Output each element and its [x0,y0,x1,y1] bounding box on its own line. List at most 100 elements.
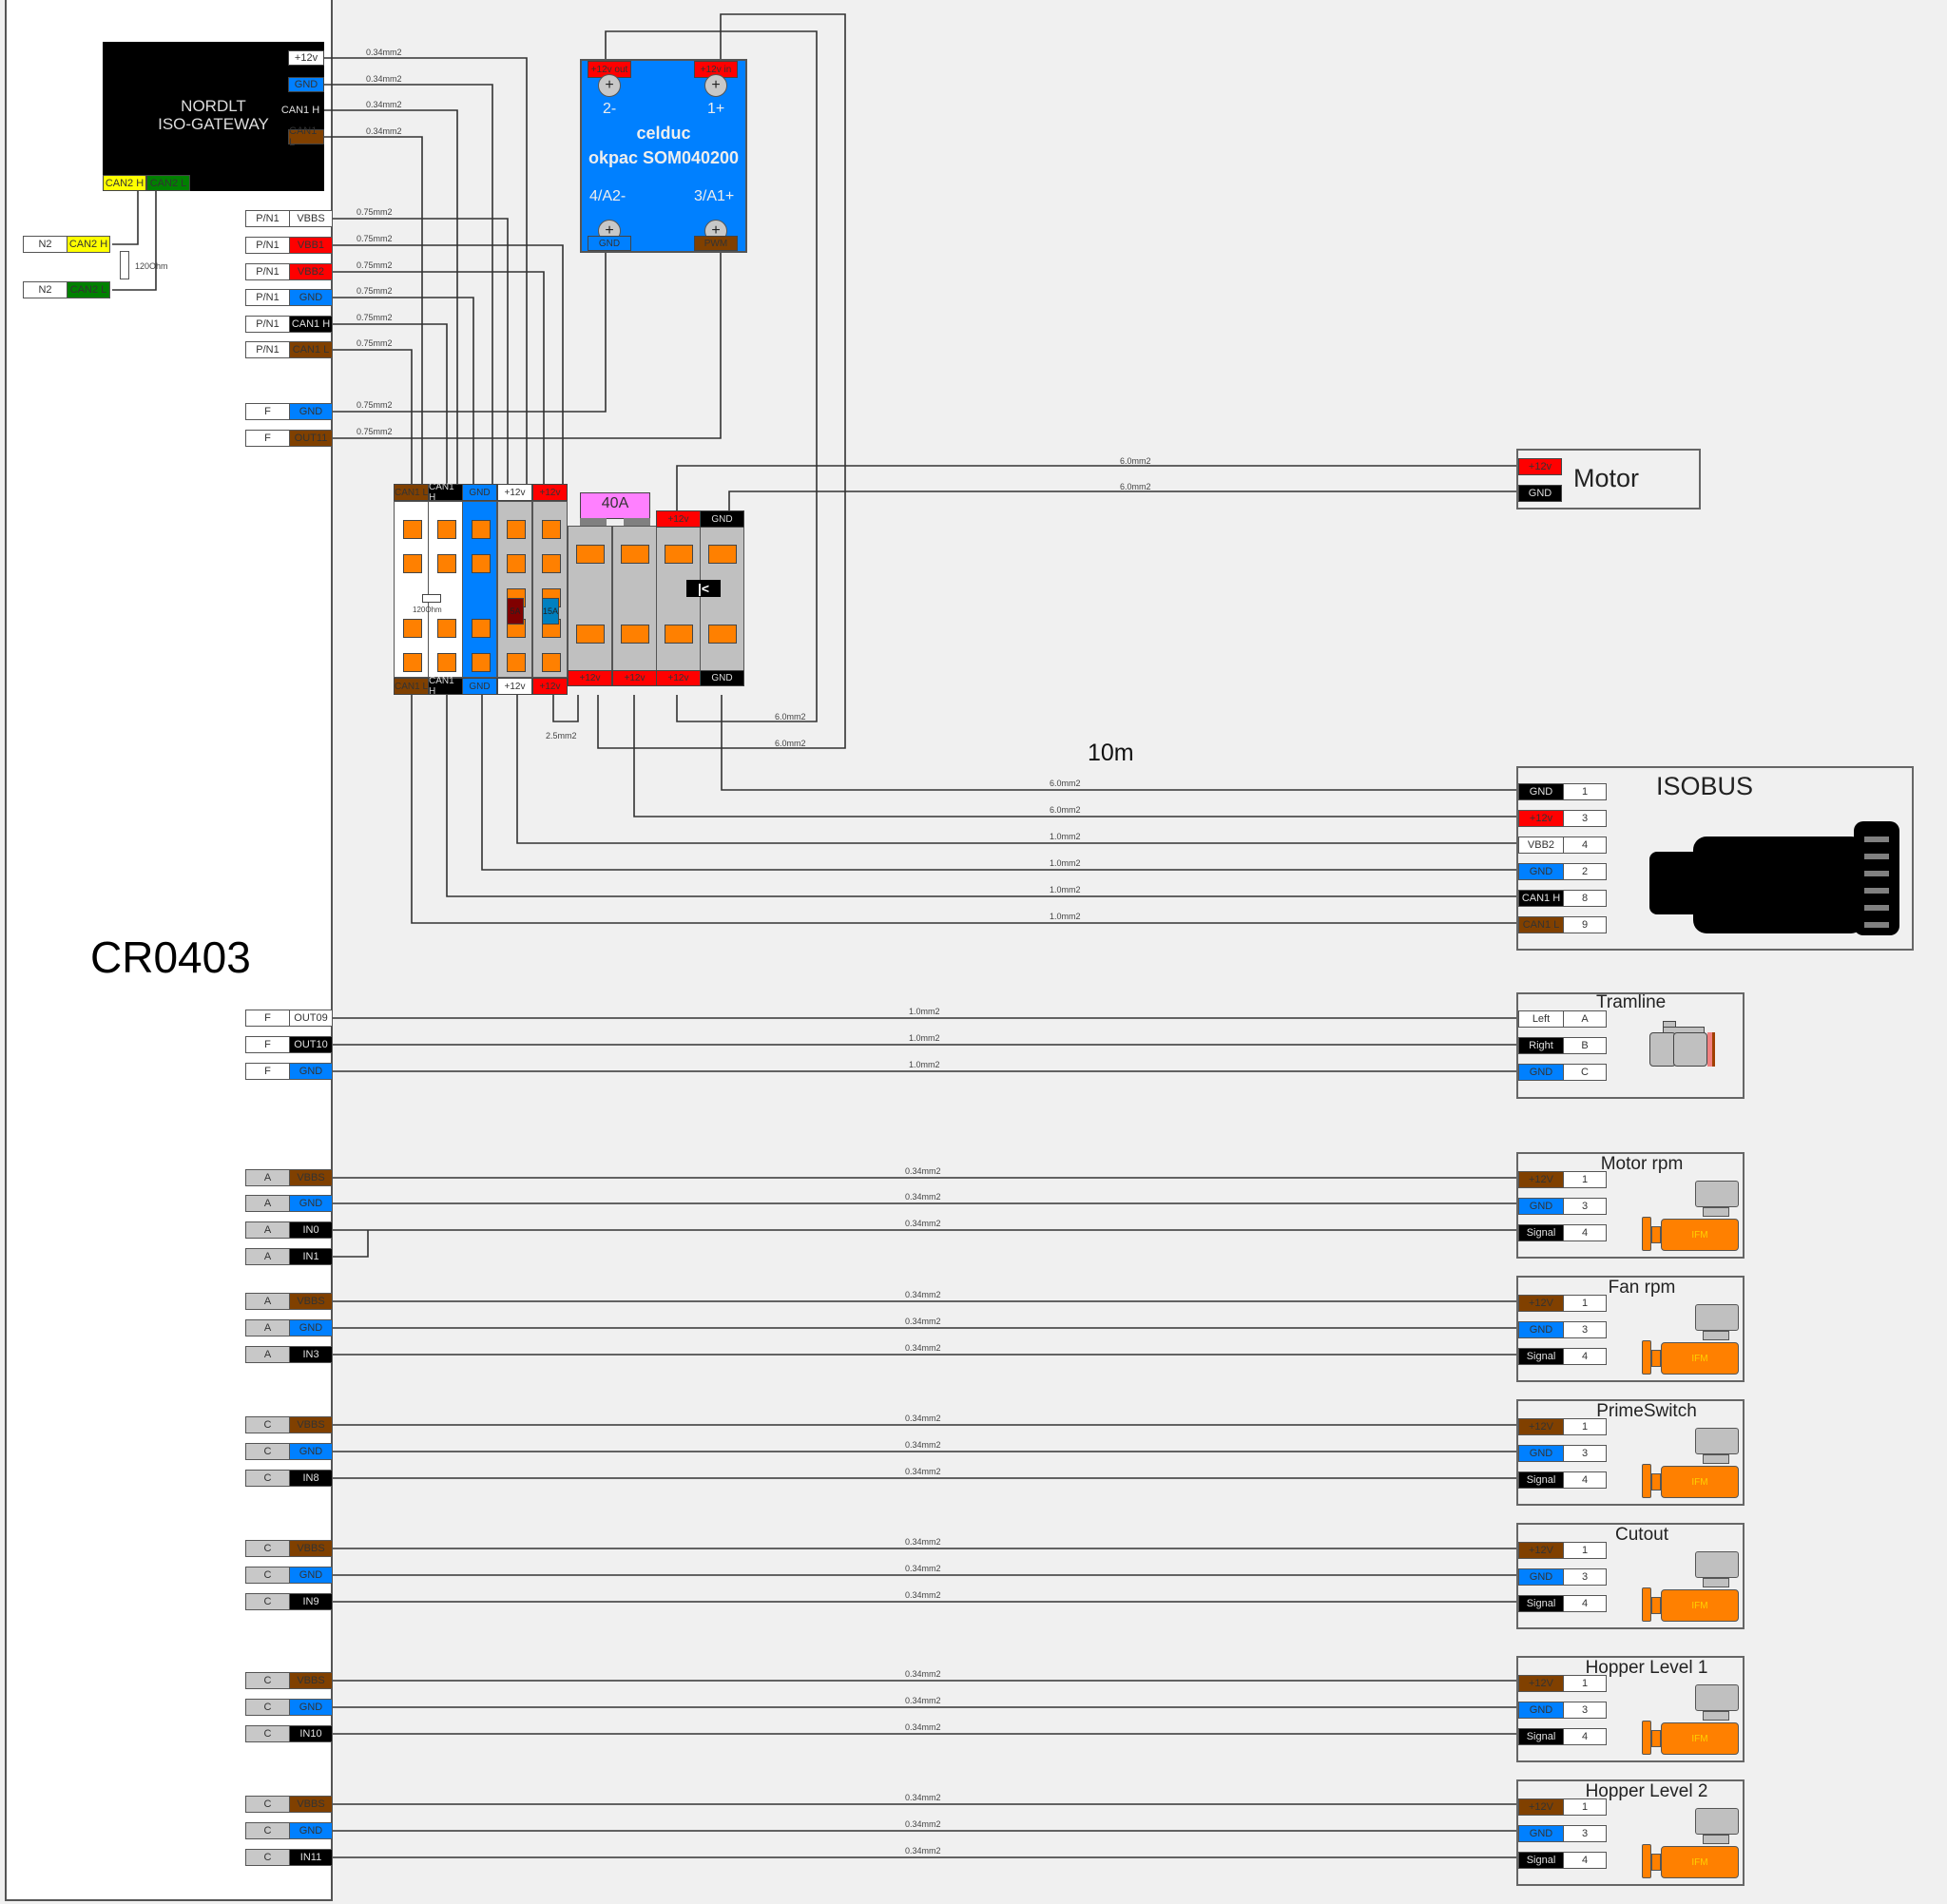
deutsch-connector-icon [1649,1021,1718,1068]
ifm-sensor-icon: IFM [1642,1808,1741,1882]
isobus-contact [1864,905,1889,911]
pn1-wire [333,218,509,484]
relay-gnd-wire [333,253,607,413]
pn1-wire [333,349,413,484]
fuse-block-right-bottom-label: +12v [656,670,701,686]
relay-tag-out: +12v out [588,61,631,78]
terminal-screw [472,520,491,539]
wire-gauge-label: 1.0mm2 [909,1060,940,1069]
sensor-title: Hopper Level 1 [1585,1658,1708,1678]
sensor-title: Fan rpm [1608,1278,1676,1298]
can-resistor-label: 120Ohm [413,606,442,614]
fuse-leg [580,518,607,526]
fuse-block-bottom-label: +12v [497,678,532,695]
termination-resistor-label: 120Ohm [135,261,168,271]
gateway-wire [324,136,423,484]
relay-terminal-1: 1+ [707,101,725,117]
isobus-wire [446,695,1516,897]
relay-out-wire [605,30,818,722]
relay-terminal-4: 4/A2- [589,188,627,204]
wire-gauge-label: 0.34mm2 [905,1440,941,1450]
isobus-wire [516,695,1516,844]
terminal-screw [437,619,456,638]
wire-gauge-label: 0.34mm2 [366,48,402,57]
pn1-wire [333,271,545,484]
wire-gauge-label: 0.34mm2 [905,1192,941,1202]
wire-gauge-label: 6.0mm2 [775,712,806,721]
relay-tag-gnd: GND [588,236,631,251]
wire-gauge-label: 1.0mm2 [1050,832,1081,841]
isobus-contact [1864,888,1889,894]
wire-gauge-label: 0.34mm2 [905,1343,941,1353]
wire-gauge-label: 0.34mm2 [905,1564,941,1573]
wire-gauge-label: 0.75mm2 [357,400,393,410]
terminal-screw [542,653,561,672]
terminal-screw [437,520,456,539]
isobus-plug-icon [1649,821,1900,935]
wire-gauge-label: 0.34mm2 [905,1722,941,1732]
wire-gauge-label: 0.34mm2 [905,1290,941,1299]
isobus-wire [633,695,1516,817]
terminal-screw [403,619,422,638]
fuse-block-right-bottom-label: +12v [568,670,612,686]
gateway-wire [324,109,458,484]
screw-terminal-icon: + [598,74,621,97]
terminal-screw [621,625,649,644]
pn1-wire [333,323,448,484]
isobus-wire [721,695,1516,791]
relay-terminal-2: 2- [603,101,617,117]
terminal-screw [403,520,422,539]
fuse-block-top-label: CAN1 L [394,484,429,501]
wire-gauge-label: 0.34mm2 [366,74,402,84]
wire-gauge-label: 0.34mm2 [905,1467,941,1476]
wire-gauge-label: 0.34mm2 [905,1696,941,1705]
terminal-screw [472,554,491,573]
wire-gauge-label: 0.34mm2 [905,1166,941,1176]
fuse-15a: 15A [542,598,559,625]
motor-title: Motor [1573,464,1640,492]
gateway-title: NORDLT ISO-GATEWAY [158,97,269,133]
gateway-pin: GND [288,77,324,92]
terminal-screw [437,554,456,573]
ifm-sensor-icon: IFM [1642,1304,1741,1378]
relay-pwm-wire [333,253,722,439]
terminal-screw [708,545,737,564]
wire-gauge-label: 0.34mm2 [905,1414,941,1423]
motor-box: +12v GND Motor [1516,449,1701,510]
fuse-block-right-top-label: GND [700,510,744,528]
tramline-title: Tramline [1596,992,1667,1012]
terminal-screw [472,619,491,638]
wire-gauge-label: 1.0mm2 [1050,858,1081,868]
wire-gauge-label: 6.0mm2 [1120,482,1151,491]
fuse-leg [624,518,650,526]
motor-pin-12v: +12v [1518,458,1562,475]
